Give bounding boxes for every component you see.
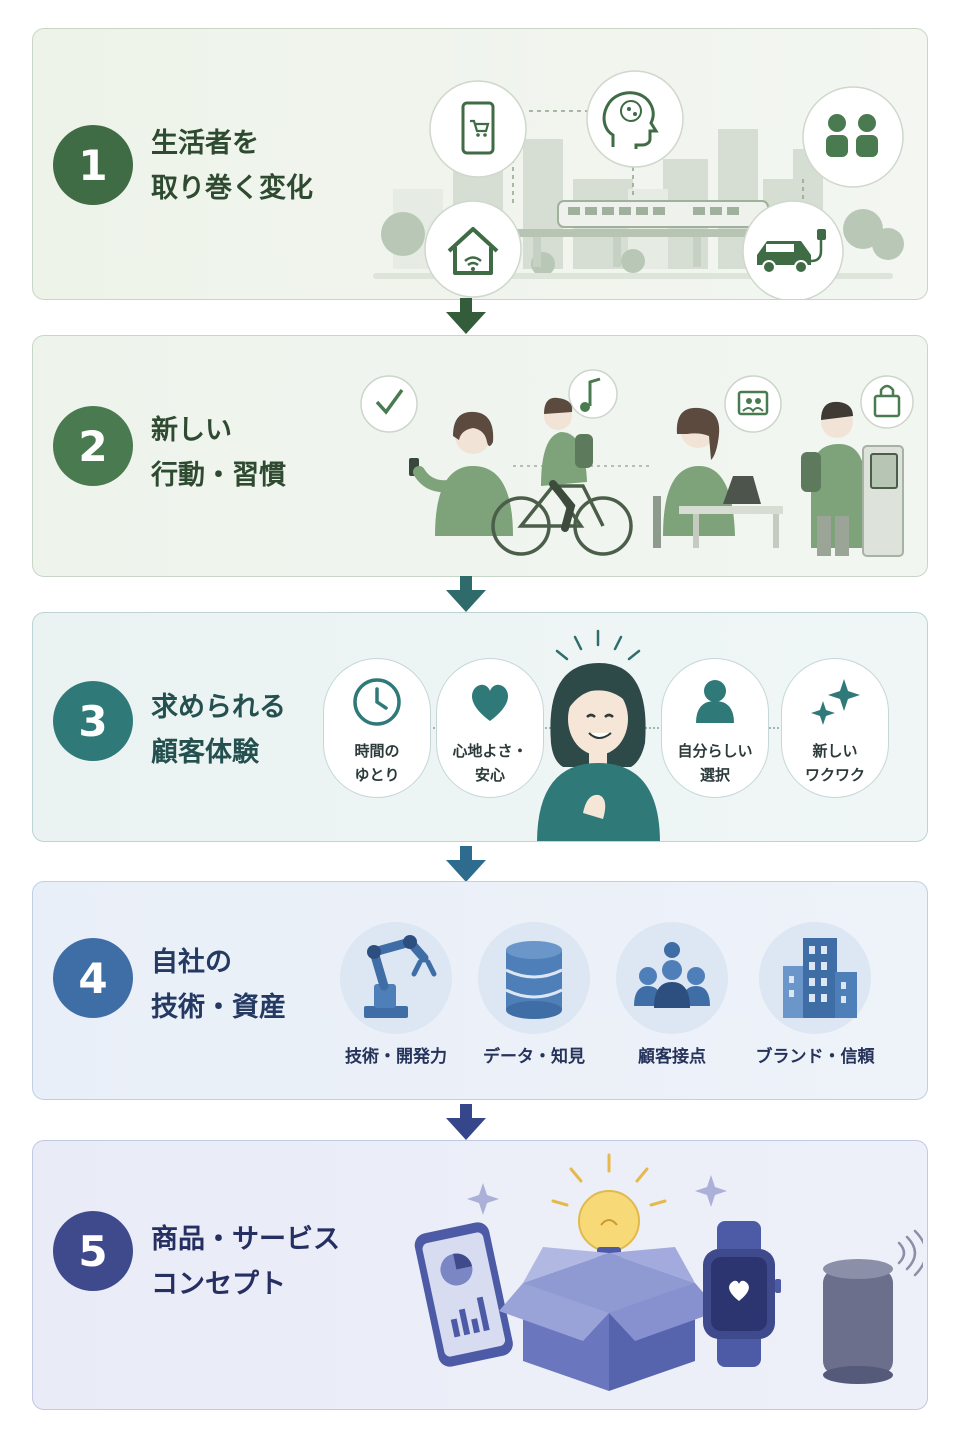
- experience-comfort: 心地よさ・ 安心: [436, 658, 544, 798]
- step-4-title: 自社の 技術・資産: [151, 940, 286, 1030]
- flow-arrow-1: [446, 298, 486, 334]
- asset-brand: ブランド・信頼: [749, 922, 881, 1067]
- photo-icon: [724, 375, 782, 433]
- step-1-panel: 1 生活者を 取り巻く変化: [32, 28, 928, 300]
- brain-head-icon: [586, 70, 684, 168]
- step-2-badge: 2: [53, 406, 133, 486]
- step-3-badge: 3: [53, 681, 133, 761]
- music-note-icon: [568, 369, 618, 419]
- experience-choice: 自分らしい 選択: [661, 658, 769, 798]
- step-2-title-line2: 行動・習慣: [151, 460, 286, 491]
- sparkle-right-icon: [695, 1175, 727, 1207]
- database-icon: [505, 941, 563, 1019]
- step-5-title-line1: 商品・サービス: [151, 1224, 340, 1255]
- smartwatch-icon: [703, 1221, 781, 1367]
- buildings-icon: [783, 938, 857, 1018]
- asset-touchpoints-label: 顧客接点: [638, 1047, 706, 1067]
- man-at-kiosk: [801, 401, 904, 557]
- step-1-title: 生活者を 取り巻く変化: [151, 121, 313, 211]
- shopping-bag-icon: [860, 375, 914, 429]
- heart-icon: [471, 684, 509, 721]
- experience-choice-line2: 選択: [699, 766, 730, 784]
- smartphone-chart-icon: [414, 1222, 513, 1367]
- flow-arrow-2: [446, 576, 486, 612]
- experience-choice-line1: 自分らしい: [677, 742, 753, 760]
- experience-time-line1: 時間の: [354, 742, 400, 760]
- step-4-title-line2: 技術・資産: [151, 992, 286, 1023]
- step-1-title-line2: 取り巻く変化: [151, 173, 313, 204]
- clock-icon: [353, 678, 401, 726]
- people-group-icon: [634, 942, 710, 1008]
- asset-data-label: データ・知見: [483, 1047, 585, 1067]
- step-2-title-line1: 新しい: [151, 415, 232, 446]
- robot-arm-icon: [364, 935, 437, 1018]
- experience-excitement: 新しい ワクワク: [781, 658, 889, 798]
- step-4-title-line1: 自社の: [151, 947, 232, 978]
- experience-comfort-line2: 安心: [474, 766, 505, 784]
- check-icon: [360, 375, 418, 433]
- step-4-panel: 4 自社の 技術・資産 技術・開発力 データ・知見: [32, 881, 928, 1100]
- asset-data: データ・知見: [468, 922, 600, 1067]
- flow-arrow-4: [446, 1104, 486, 1140]
- smart-speaker-icon: [823, 1229, 923, 1384]
- step-3-title-line2: 顧客体験: [151, 737, 259, 768]
- experience-excitement-line2: ワクワク: [804, 766, 865, 784]
- person-icon: [696, 680, 734, 723]
- step-5-panel: 5 商品・サービス コンセプト: [32, 1140, 928, 1410]
- asset-brand-label: ブランド・信頼: [755, 1047, 875, 1067]
- shopping-phone-icon: [429, 80, 527, 178]
- behavior-illustration: [360, 369, 914, 557]
- open-box-icon: [499, 1247, 719, 1391]
- step-2-title: 新しい 行動・習慣: [151, 408, 286, 498]
- sparkle-icon: [811, 679, 860, 725]
- smart-home-icon: [424, 200, 522, 298]
- step-4-badge: 4: [53, 938, 133, 1018]
- step-1-title-line1: 生活者を: [151, 128, 259, 159]
- people-icon: [802, 86, 904, 188]
- experience-excitement-line1: 新しい: [812, 742, 858, 760]
- step-3-panel: 3 求められる 顧客体験 時間の ゆとり 心地よさ・ 安心: [32, 612, 928, 842]
- step-3-title: 求められる 顧客体験: [151, 685, 286, 775]
- asset-technology: 技術・開発力: [330, 922, 462, 1067]
- step-2-panel: 2 新しい 行動・習慣: [32, 335, 928, 577]
- step-3-title-line1: 求められる: [151, 692, 286, 723]
- woman-with-phone: [409, 411, 513, 536]
- step-5-title: 商品・サービス コンセプト: [151, 1217, 340, 1307]
- product-concept-illustration: [414, 1153, 923, 1391]
- city-illustration: [373, 70, 904, 299]
- sparkle-left-icon: [467, 1183, 499, 1215]
- experience-time-line2: ゆとり: [354, 766, 400, 784]
- experience-comfort-line1: 心地よさ・: [452, 742, 528, 760]
- step-5-title-line2: コンセプト: [151, 1269, 286, 1300]
- cyclist: [491, 397, 633, 556]
- asset-touchpoints: 顧客接点: [606, 922, 738, 1067]
- woman-with-laptop: [653, 407, 783, 548]
- asset-technology-label: 技術・開発力: [345, 1047, 447, 1067]
- flow-arrow-3: [446, 846, 486, 882]
- experience-time: 時間の ゆとり: [323, 658, 431, 798]
- step-1-badge: 1: [53, 125, 133, 205]
- step-5-badge: 5: [53, 1211, 133, 1291]
- happy-woman-illustration: [537, 629, 660, 841]
- electric-car-icon: [742, 200, 844, 299]
